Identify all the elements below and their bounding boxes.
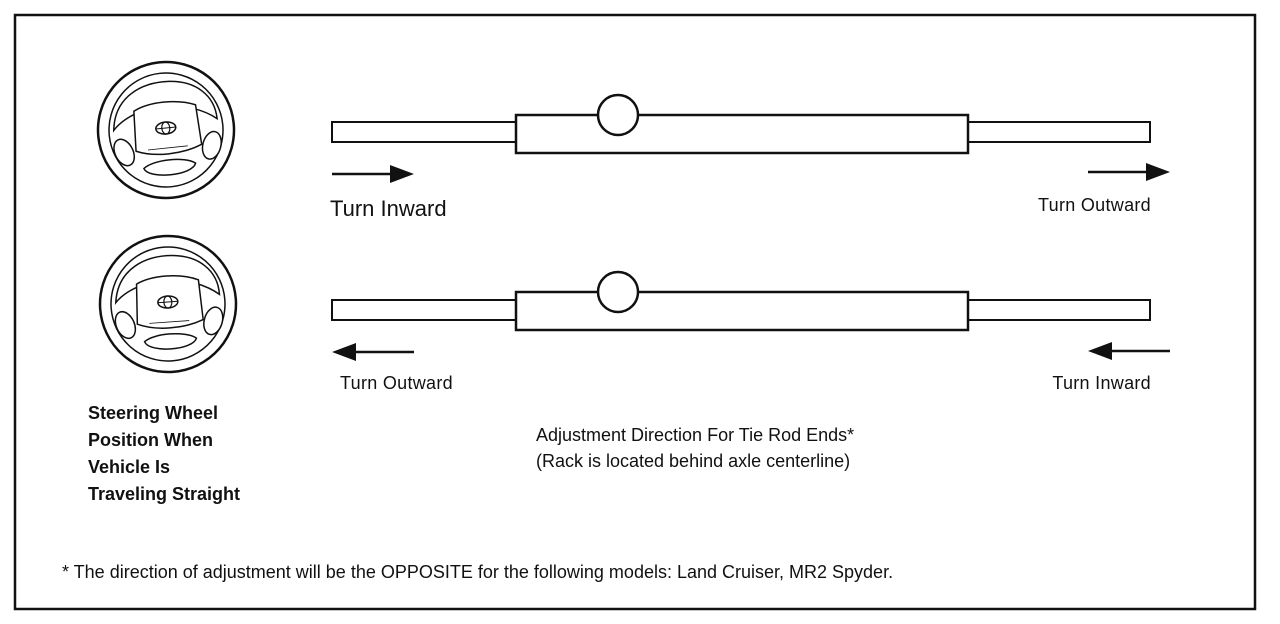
adjustment-caption-note: (Rack is located behind axle centerline) (536, 451, 851, 471)
steering-caption-line: Vehicle Is (88, 457, 171, 477)
steering-wheel-caption: Steering Wheel Position When Vehicle Is … (88, 400, 240, 508)
lower-rack-housing (514, 290, 970, 332)
upper-right-label: Turn Outward (1038, 195, 1151, 215)
steering-wheel-top-icon (90, 54, 242, 206)
upper-steering-rack (331, 93, 1151, 155)
upper-left-right-arrow-icon (330, 163, 416, 185)
footnote: * The direction of adjustment will be th… (62, 562, 894, 582)
lower-right-label: Turn Inward (1052, 373, 1151, 393)
adjustment-caption-title: Adjustment Direction For Tie Rod Ends* (536, 425, 855, 445)
adjustment-caption: Adjustment Direction For Tie Rod Ends* (… (536, 422, 854, 474)
upper-left-label: Turn Inward (330, 196, 447, 221)
upper-rack-right-rod (965, 121, 1151, 143)
lower-left-label: Turn Outward (340, 373, 453, 393)
upper-rack-housing (514, 113, 970, 155)
lower-steering-rack (331, 270, 1151, 332)
upper-rack-pinion (596, 93, 640, 137)
steering-caption-line: Steering Wheel (88, 403, 219, 423)
lower-left-left-arrow-icon (330, 341, 416, 363)
upper-rack-left-rod (331, 121, 519, 143)
steering-caption-line: Traveling Straight (88, 484, 241, 504)
lower-rack-left-rod (331, 299, 519, 321)
upper-right-right-arrow-icon (1086, 161, 1172, 183)
lower-right-left-arrow-icon (1086, 340, 1172, 362)
diagram-frame (13, 13, 1257, 611)
lower-rack-right-rod (965, 299, 1151, 321)
steering-caption-line: Position When (88, 430, 213, 450)
steering-wheel-bottom-icon (94, 230, 242, 378)
lower-rack-pinion (596, 270, 640, 314)
